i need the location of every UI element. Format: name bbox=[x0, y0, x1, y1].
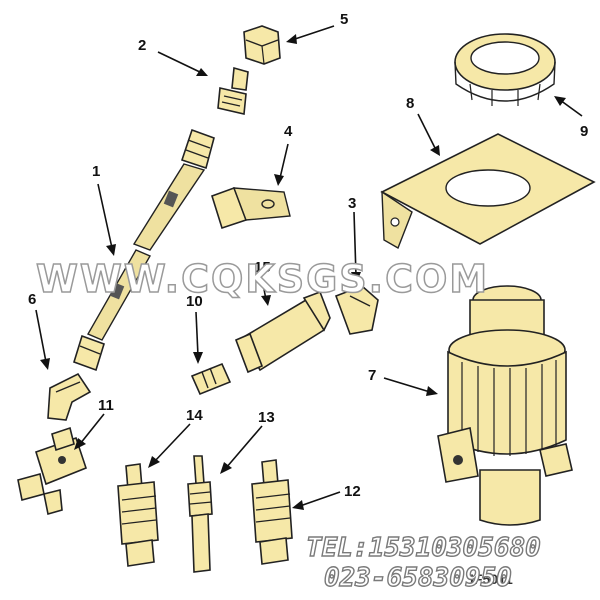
tel-watermark: TEL:15310305680 bbox=[306, 533, 541, 563]
callout-14: 14 bbox=[186, 407, 203, 424]
callout-8: 8 bbox=[406, 95, 414, 112]
part-6-elbow bbox=[47, 372, 92, 421]
part-13-probe-fitting bbox=[187, 455, 213, 573]
callout-labels: 2 5 4 1 8 9 3 15 10 6 7 11 14 13 12 bbox=[28, 11, 588, 500]
part-2-fitting bbox=[217, 66, 249, 115]
callout-1: 1 bbox=[92, 163, 100, 180]
part-10-nipple bbox=[190, 362, 232, 396]
callout-4: 4 bbox=[284, 123, 293, 140]
part-3-elbow-fitting bbox=[334, 285, 379, 335]
part-5-cap-nut bbox=[243, 25, 281, 65]
site-watermark: WWW.CQKSGS.COM bbox=[36, 257, 489, 301]
part-11-tee-block bbox=[17, 426, 87, 516]
callout-7: 7 bbox=[368, 367, 376, 384]
callout-11: 11 bbox=[98, 397, 114, 414]
part-8-mounting-bracket bbox=[380, 133, 596, 250]
housing-ribs bbox=[461, 360, 557, 456]
part-4-clip bbox=[211, 186, 291, 230]
callout-10: 10 bbox=[186, 293, 203, 310]
callout-2: 2 bbox=[138, 37, 146, 54]
callout-9: 9 bbox=[580, 123, 588, 140]
callout-12: 12 bbox=[344, 483, 361, 500]
part-12-valve-fitting bbox=[251, 459, 293, 565]
part-7-filter-housing bbox=[437, 285, 573, 526]
part-9-lock-ring bbox=[454, 33, 556, 106]
part-1-braided-hose bbox=[73, 128, 215, 372]
part-15-inline-filter bbox=[234, 290, 331, 374]
hose-braid-pattern bbox=[109, 190, 179, 300]
phone-watermark: 023-65830950 bbox=[324, 563, 512, 593]
callout-6: 6 bbox=[28, 291, 36, 308]
part-14-valve-fitting bbox=[117, 463, 159, 567]
callout-13: 13 bbox=[258, 409, 275, 426]
callout-15: 15 bbox=[254, 259, 271, 276]
callout-3: 3 bbox=[348, 195, 356, 212]
leader-arrows bbox=[35, 25, 583, 510]
plate-code: IF5011 bbox=[470, 571, 513, 587]
callout-5: 5 bbox=[340, 11, 348, 28]
